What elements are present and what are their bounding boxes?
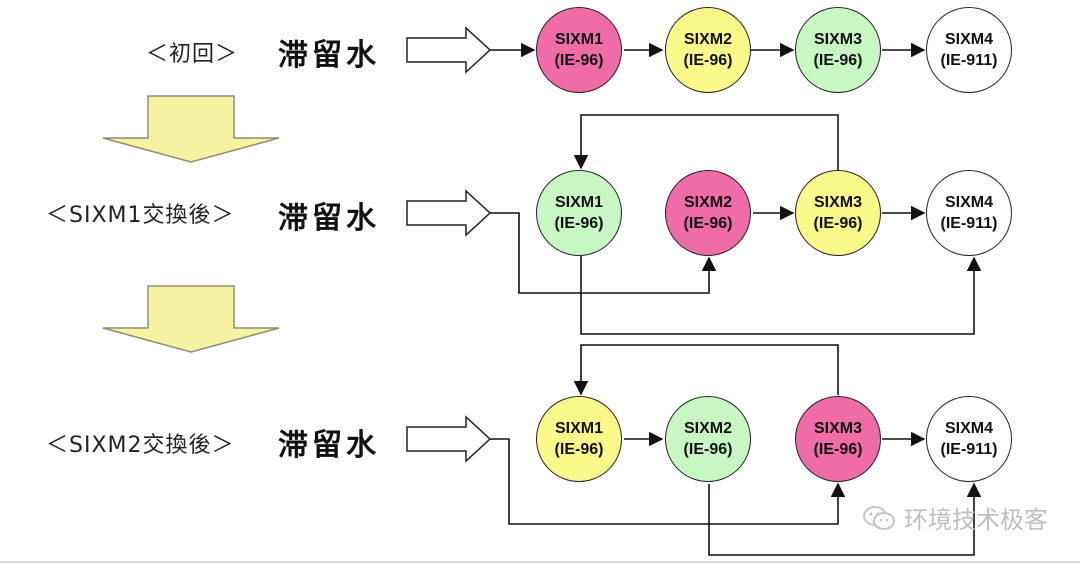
node-type: (IE-911) bbox=[940, 441, 998, 458]
node-name: SIXM4 bbox=[944, 194, 993, 211]
node-type: (IE-96) bbox=[554, 52, 604, 69]
node-type: (IE-96) bbox=[813, 441, 863, 458]
row2-connectors bbox=[490, 114, 982, 335]
node-type: (IE-96) bbox=[683, 441, 733, 458]
node-name: SIXM3 bbox=[813, 420, 862, 437]
stagnant-water-label: 滞留水 bbox=[278, 428, 380, 463]
node-name: SIXM2 bbox=[683, 194, 732, 211]
input-arrow-1 bbox=[406, 26, 492, 74]
node-name: SIXM1 bbox=[554, 31, 603, 48]
row-label-initial: ＜初回＞ bbox=[146, 42, 239, 67]
node-name: SIXM4 bbox=[944, 420, 993, 437]
row-label-after-sixm2: ＜SIXM2交換後＞ bbox=[46, 433, 235, 458]
node-sixm3: SIXM3 (IE-96) bbox=[795, 170, 881, 256]
node-sixm4: SIXM4 (IE-911) bbox=[926, 170, 1012, 256]
node-sixm4: SIXM4 (IE-911) bbox=[926, 396, 1012, 482]
node-sixm1: SIXM1 (IE-96) bbox=[536, 170, 622, 256]
watermark: 环境技术极客 bbox=[862, 500, 1048, 535]
node-sixm4: SIXM4 (IE-911) bbox=[926, 7, 1012, 93]
wechat-icon bbox=[863, 505, 895, 530]
watermark-text: 环境技术极客 bbox=[904, 506, 1048, 534]
node-type: (IE-96) bbox=[813, 215, 863, 232]
node-type: (IE-911) bbox=[940, 52, 998, 69]
node-name: SIXM1 bbox=[554, 194, 603, 211]
node-sixm2: SIXM2 (IE-96) bbox=[665, 170, 751, 256]
node-name: SIXM2 bbox=[683, 420, 732, 437]
transition-arrow-1 bbox=[102, 95, 280, 163]
node-sixm2: SIXM2 (IE-96) bbox=[665, 396, 751, 482]
node-name: SIXM4 bbox=[944, 31, 993, 48]
bottom-divider bbox=[0, 561, 1080, 563]
input-arrow-2 bbox=[406, 189, 492, 237]
node-sixm1: SIXM1 (IE-96) bbox=[536, 7, 622, 93]
node-type: (IE-96) bbox=[683, 215, 733, 232]
node-type: (IE-96) bbox=[683, 52, 733, 69]
node-sixm3: SIXM3 (IE-96) bbox=[795, 7, 881, 93]
node-type: (IE-96) bbox=[813, 52, 863, 69]
node-name: SIXM3 bbox=[813, 194, 862, 211]
node-sixm3: SIXM3 (IE-96) bbox=[795, 396, 881, 482]
node-sixm2: SIXM2 (IE-96) bbox=[665, 7, 751, 93]
node-sixm1: SIXM1 (IE-96) bbox=[536, 396, 622, 482]
row-label-after-sixm1: ＜SIXM1交換後＞ bbox=[46, 203, 235, 228]
input-arrow-3 bbox=[406, 415, 492, 463]
node-name: SIXM2 bbox=[683, 31, 732, 48]
node-type: (IE-96) bbox=[554, 215, 604, 232]
node-name: SIXM1 bbox=[554, 420, 603, 437]
stagnant-water-label: 滞留水 bbox=[278, 201, 380, 236]
node-type: (IE-911) bbox=[940, 215, 998, 232]
row3-connectors bbox=[490, 344, 982, 556]
node-name: SIXM3 bbox=[813, 31, 862, 48]
node-type: (IE-96) bbox=[554, 441, 604, 458]
transition-arrow-2 bbox=[102, 285, 280, 353]
stagnant-water-label: 滞留水 bbox=[278, 38, 380, 73]
